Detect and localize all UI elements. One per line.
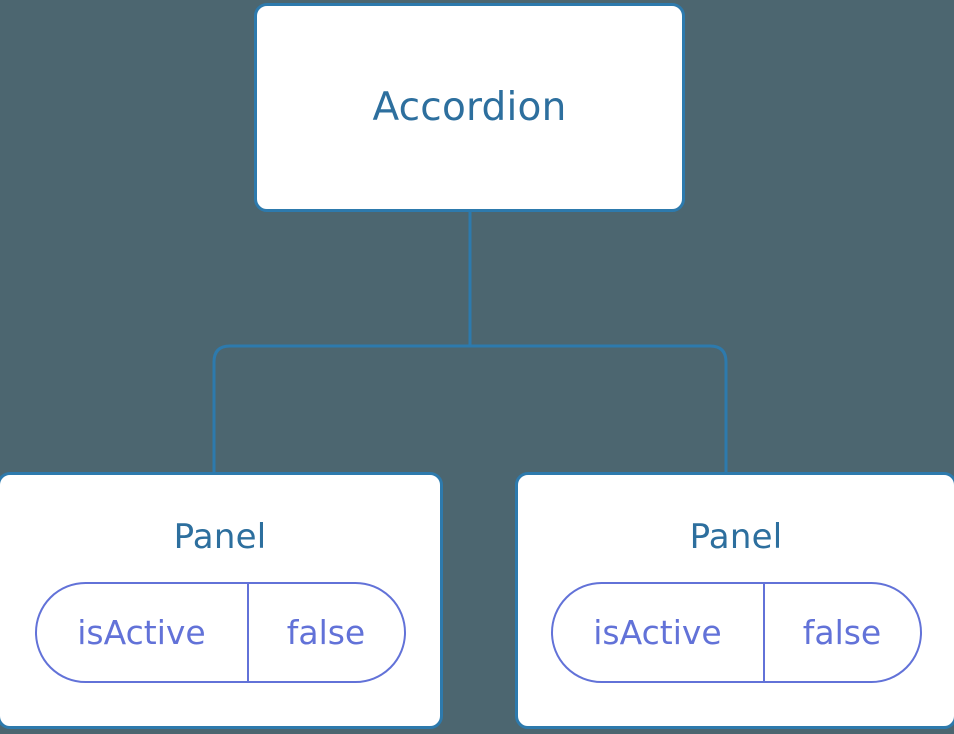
node-title-panel: Panel [173,517,267,557]
tree-node-accordion[interactable]: Accordion [254,3,685,212]
prop-value-label: false [286,613,366,652]
node-title-accordion: Accordion [372,85,567,130]
tree-node-panel-2[interactable]: Panel isActive false [515,472,954,729]
node-title-panel: Panel [689,517,783,557]
prop-key-label: isActive [553,584,765,681]
prop-badge-isactive[interactable]: isActive false [550,582,922,683]
prop-key-label: isActive [37,584,249,681]
prop-value-label: false [802,613,882,652]
tree-node-panel-1[interactable]: Panel isActive false [0,472,443,729]
edge-root-to-panel-right [470,344,728,476]
prop-badge-isactive[interactable]: isActive false [34,582,406,683]
edge-root-to-panel-left [212,344,470,476]
